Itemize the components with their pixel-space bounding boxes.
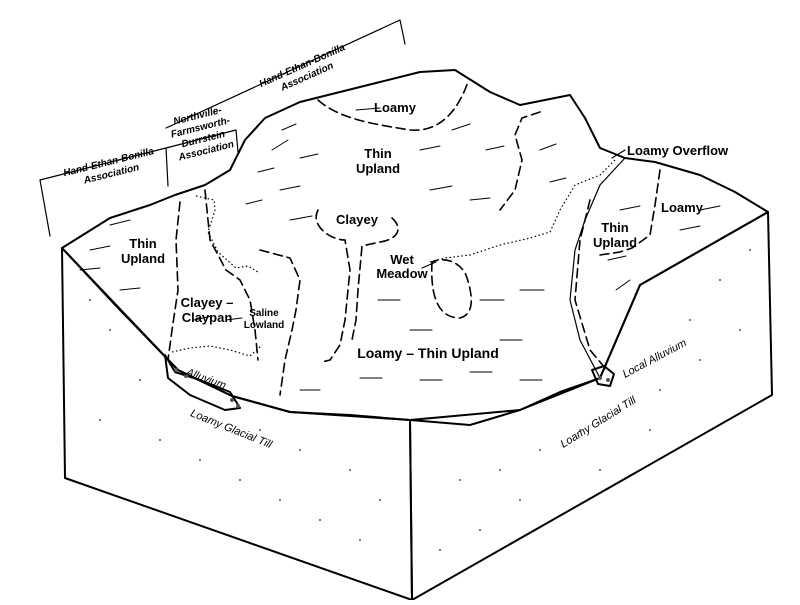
right-block-face: [409, 211, 773, 601]
boundary-thin-upland-left: [167, 201, 181, 361]
association-label-left: Hand-Ethan-Bonilla Association: [62, 146, 155, 187]
ridge-line: [569, 157, 626, 379]
label-clayey-claypan-1: Clayey –: [181, 295, 234, 310]
label-thin-upland-right-1: Thin: [601, 220, 628, 235]
label-clayey-claypan-2: Claypan: [182, 310, 233, 325]
label-thin-upland-center-2: Upland: [356, 161, 400, 176]
boundary-saline: [259, 249, 301, 396]
boundary-loamy-top: [317, 81, 469, 131]
boundary-clayey-stem: [315, 209, 351, 363]
drainage-center: [429, 159, 616, 263]
label-right-face: Loamy Glacial Till: [558, 394, 638, 450]
label-thin-upland-center-1: Thin: [364, 146, 391, 161]
boundary-right-loamy: [599, 169, 661, 256]
label-loamy-top: Loamy: [374, 100, 417, 115]
association-bracket-middle: [165, 129, 239, 153]
loamy-overflow-leader: [611, 149, 626, 159]
association-label-middle: Northville- Farmsworth- Durrstein Associ…: [170, 105, 235, 164]
label-alluvium: Alluvium: [183, 366, 227, 392]
boundary-clayey-stem-right: [351, 217, 399, 341]
label-loamy-right: Loamy: [661, 200, 704, 215]
label-local-alluvium: Local Alluvium: [621, 337, 689, 381]
label-saline-lowland-2: Lowland: [244, 320, 285, 331]
label-thin-upland-left-1: Thin: [129, 236, 156, 251]
label-saline-lowland-1: Saline: [249, 308, 279, 319]
label-loamy-thin-upland: Loamy – Thin Upland: [357, 345, 499, 361]
label-thin-upland-left-2: Upland: [121, 251, 165, 266]
label-wet-meadow-1: Wet: [390, 252, 414, 267]
slope-hachures: [79, 107, 721, 391]
boundary-loamy-thin-upland-top: [499, 111, 541, 211]
association-bracket-right: [165, 19, 406, 129]
label-loamy-overflow: Loamy Overflow: [627, 143, 729, 158]
alluvium-deposit: [164, 354, 241, 411]
drainage-bottom-left: [171, 344, 263, 357]
drainage-left: [195, 195, 259, 273]
wet-meadow-leader: [421, 261, 437, 269]
local-alluvium-deposit: [591, 365, 615, 387]
boundary-claypan: [204, 189, 259, 361]
left-block-face: [61, 247, 413, 601]
boundary-right-thin-upland: [574, 199, 606, 369]
label-clayey: Clayey: [336, 212, 379, 227]
label-left-face: Loamy Glacial Till: [189, 407, 274, 451]
glacial-till-texture: [89, 249, 751, 551]
boundary-wet-meadow: [430, 258, 473, 319]
label-thin-upland-right-2: Upland: [593, 235, 637, 250]
association-bracket-left: [39, 147, 169, 237]
label-wet-meadow-2: Meadow: [376, 266, 428, 281]
landscape-surface-outline: [61, 69, 769, 426]
